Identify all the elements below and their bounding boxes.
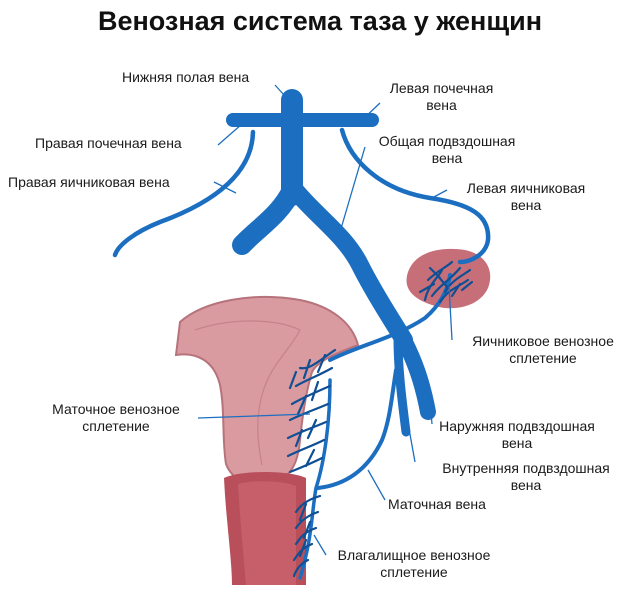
label-ivc: Нижняя полая вена — [122, 69, 250, 85]
ovarian-plexus — [418, 260, 474, 304]
label-right-ovarian: Правая яичниковая вена — [8, 174, 170, 190]
label-ovarian-plexus: Яичниковое венозное сплетение — [448, 333, 638, 367]
page-title: Венозная система таза у женщин — [97, 6, 543, 36]
right-common-iliac-vessel — [232, 180, 302, 255]
left-ovarian-vessel — [339, 127, 491, 265]
ivc-leader — [274, 84, 293, 105]
label-internal-iliac-line1: Внутренняя подвздошная — [442, 460, 610, 476]
label-internal-iliac: Внутренняя подвздошная вена — [415, 460, 637, 494]
vaginal-plexus — [292, 494, 322, 578]
left-renal-leader — [359, 102, 381, 123]
right-ovarian-leader — [213, 181, 237, 194]
uterine-plexus-leader — [197, 413, 311, 419]
label-left-ovarian-line2: вена — [510, 197, 542, 213]
uterine-vein-vessel — [316, 368, 398, 490]
label-external-iliac: Наружняя подвздошная вена — [428, 418, 606, 452]
vagina-highlight — [238, 481, 296, 585]
label-left-ovarian-line1: Левая яичниковая — [466, 180, 586, 196]
label-vaginal-plexus-line1: Влагалищное венозное — [337, 547, 491, 563]
left-common-iliac-vessel — [286, 181, 413, 349]
right-renal-leader — [217, 123, 243, 146]
internal-iliac-leader — [397, 367, 416, 463]
label-uterine-plexus-line1: Маточное венозное — [52, 401, 180, 417]
external-iliac-vessel — [396, 332, 436, 420]
label-external-iliac-line1: Наружняя подвздошная — [439, 418, 595, 434]
vaginal-plexus-leader — [313, 534, 327, 556]
label-vaginal-plexus: Влагалищное венозное сплетение — [325, 547, 503, 581]
left-ovarian-leader — [431, 189, 448, 199]
vaginal-connect-vessel — [298, 378, 332, 580]
label-ovarian-plexus-line1: Яичниковое венозное — [472, 333, 614, 349]
common-iliac-leader — [339, 146, 366, 233]
label-vaginal-plexus-line2: сплетение — [380, 564, 448, 580]
label-uterine-plexus-line2: сплетение — [82, 418, 150, 434]
label-uterine-vein: Маточная вена — [388, 496, 486, 512]
label-common-iliac-line1: Общая подвздошная — [378, 133, 516, 149]
label-left-renal: Левая почечная вена — [374, 80, 509, 114]
label-external-iliac-line2: вена — [501, 435, 533, 451]
label-common-iliac: Общая подвздошная вена — [362, 133, 532, 167]
label-uterine-plexus: Маточное венозное сплетение — [30, 401, 202, 435]
external-iliac-leader — [429, 401, 433, 425]
label-left-ovarian: Левая яичниковая вена — [446, 180, 606, 214]
right-ovarian-vessel — [112, 129, 256, 258]
label-ovarian-plexus-line2: сплетение — [509, 350, 577, 366]
ovarian-plexus-leader — [448, 285, 453, 341]
label-left-renal-line1: Левая почечная — [389, 80, 494, 96]
label-right-renal: Правая почечная вена — [35, 135, 182, 151]
uterine-plexus — [286, 348, 337, 474]
uterus-cavity — [194, 320, 301, 466]
uterine-vein-leader — [367, 469, 386, 501]
label-left-renal-line2: вена — [426, 97, 457, 113]
label-common-iliac-line2: вена — [431, 150, 463, 166]
label-internal-iliac-line2: вена — [510, 477, 542, 493]
